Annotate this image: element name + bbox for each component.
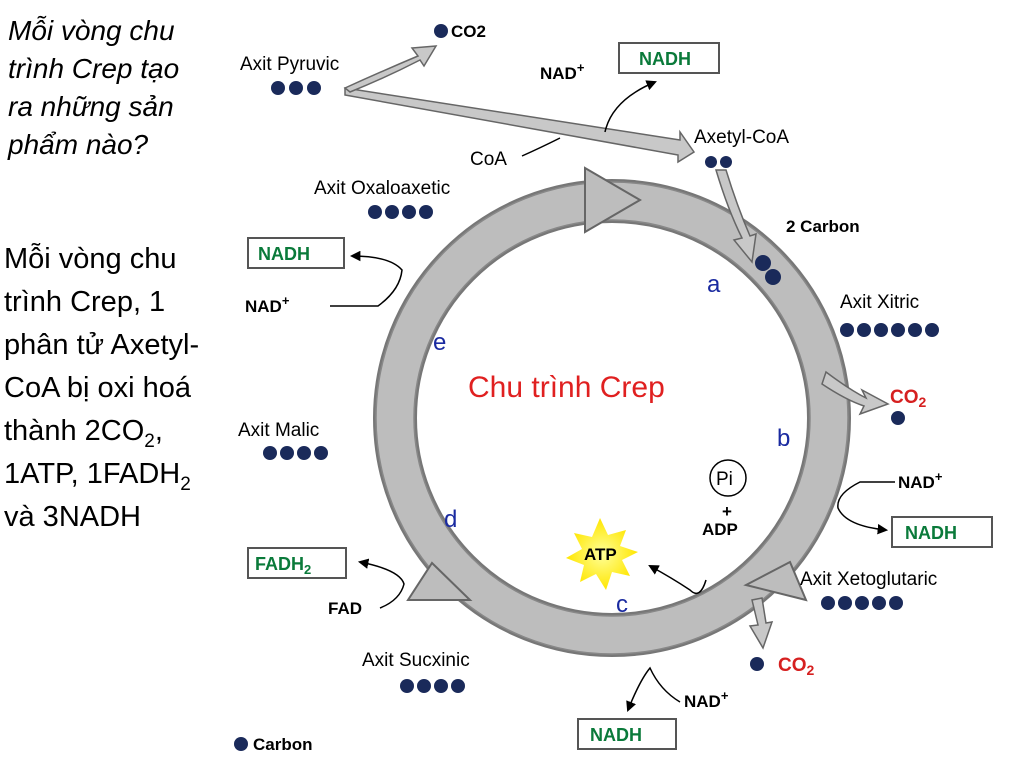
nadh-bottom-box [577, 718, 677, 750]
acetyl-label: Axetyl-CoA [694, 127, 789, 148]
fadh2-box [247, 547, 347, 579]
co2-exit-right-arrow [821, 370, 890, 416]
step-label-d: d [444, 506, 457, 533]
nad-top-arrow [604, 80, 657, 133]
nadh-left-box [247, 237, 345, 269]
nad-left-label: NAD+ [245, 293, 290, 316]
malic-label: Axit Malic [238, 420, 319, 441]
acetyl-entry-arrow [714, 169, 757, 264]
pyruvic-to-acetyl-arrow [344, 87, 696, 164]
nadh-top-box [618, 42, 720, 74]
step-label-a: a [707, 271, 721, 298]
step-label-e: e [433, 329, 446, 356]
nad-bottom-arrow [626, 666, 681, 712]
acetyl-carbon-atoms [705, 156, 732, 168]
co2-right-atom [891, 411, 905, 425]
pi-label: Pi [716, 469, 733, 490]
two-carbon-label: 2 Carbon [786, 217, 860, 236]
answer-part-3: và 3NADH [4, 501, 141, 533]
pyruvic-to-co2-arrow [343, 45, 438, 93]
coa-label: CoA [470, 149, 507, 170]
citric-carbon-atoms [840, 323, 939, 337]
answer-part-2: , 1ATP, 1FADH [4, 415, 181, 490]
ketoglutaric-carbon-atoms [821, 596, 903, 610]
diagram-title: Chu trình Crep [468, 371, 665, 404]
ring-arrowhead-right [743, 560, 808, 602]
nadh-right-box [891, 516, 993, 548]
ring-arrowhead-left [406, 561, 473, 601]
nad-left-arrow [330, 250, 403, 307]
two-carbon-atoms [755, 255, 781, 285]
succinic-carbon-atoms [400, 679, 465, 693]
oxaloacetic-label: Axit Oxaloaxetic [314, 178, 450, 199]
pi-circle [709, 459, 747, 497]
ketoglutaric-label: Axit Xetoglutaric [800, 569, 937, 590]
co2-bottom-label: CO2 [778, 655, 815, 678]
nadh-right-label: NADH [905, 523, 957, 543]
answer-part-1: Mỗi vòng chu trình Crep, 1 phân tử Axety… [4, 243, 200, 447]
co2-exit-bottom-arrow [748, 597, 774, 650]
nad-right-label: NAD+ [898, 469, 943, 492]
step-label-c: c [616, 591, 628, 618]
nadh-left-label: NADH [258, 244, 310, 264]
pyruvic-carbon-atoms [271, 81, 321, 95]
co2-bottom-atom [750, 657, 764, 671]
co2-top-atom [434, 24, 448, 38]
nad-top-label: NAD+ [540, 60, 585, 83]
fad-label: FAD [328, 599, 362, 618]
legend-carbon-atom [234, 737, 248, 751]
coa-release-arrow [521, 137, 561, 157]
co2-top-label: CO2 [451, 22, 486, 41]
nad-right-arrow [837, 481, 895, 535]
oxaloacetic-carbon-atoms [368, 205, 433, 219]
atp-star-icon [566, 518, 638, 590]
question-text: Mỗi vòng chu trình Crep tạo ra những sản… [8, 15, 180, 160]
plus-label: + [722, 502, 732, 521]
atp-label: ATP [584, 545, 617, 564]
legend-carbon-label: Carbon [253, 735, 313, 754]
nad-bottom-label: NAD+ [684, 688, 729, 711]
nadh-bottom-label: NADH [590, 725, 642, 745]
answer-text: Mỗi vòng chu trình Crep, 1 phân tử Axety… [4, 238, 214, 539]
answer-sub-fadh: 2 [180, 473, 191, 495]
co2-right-label: CO2 [890, 387, 927, 410]
pyruvic-label: Axit Pyruvic [240, 54, 339, 75]
citric-label: Axit Xitric [840, 292, 919, 313]
fadh2-label: FADH2 [255, 554, 311, 577]
succinic-label: Axit Sucxinic [362, 650, 470, 671]
malic-carbon-atoms [263, 446, 328, 460]
fad-arrow [357, 558, 405, 609]
answer-sub-co2: 2 [144, 430, 155, 452]
adp-label: ADP [702, 520, 738, 539]
nadh-top-label: NADH [639, 49, 691, 69]
step-label-b: b [777, 425, 790, 452]
atp-arrow [648, 564, 707, 595]
ring-arrowhead-top [584, 166, 642, 234]
